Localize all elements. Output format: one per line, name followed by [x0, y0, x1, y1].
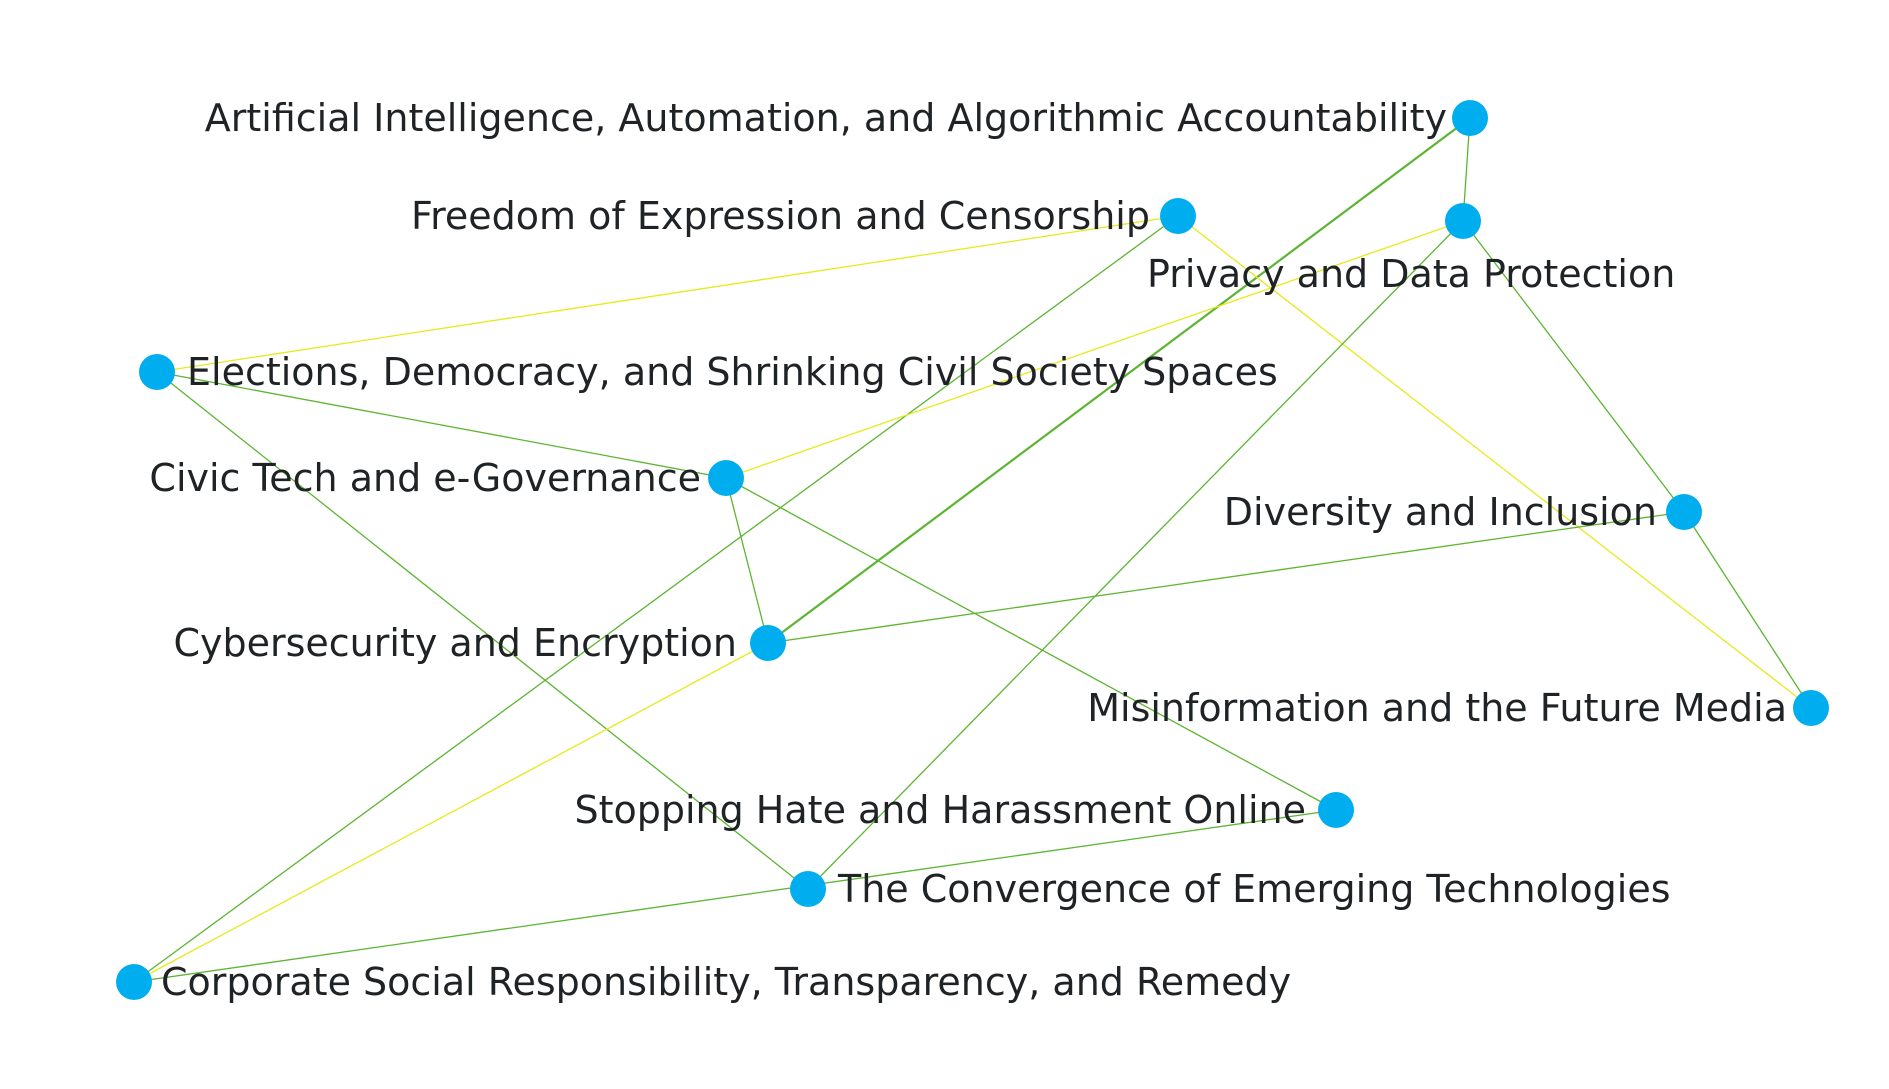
edge-privacy-civic [725, 220, 1464, 479]
edge-civic-cyber [725, 477, 769, 644]
label-elections: Elections, Democracy, and Shrinking Civi… [187, 350, 1278, 394]
edge-civic-hate [725, 477, 1337, 811]
edge-privacy-diversity [1462, 220, 1685, 513]
node-privacy[interactable] [1445, 203, 1481, 239]
labels-layer: Artificial Intelligence, Automation, and… [149, 96, 1787, 1004]
node-misinfo[interactable] [1793, 690, 1829, 726]
edge-hate-csr [133, 809, 1337, 983]
label-hate: Stopping Hate and Harassment Online [574, 788, 1306, 832]
node-hate[interactable] [1318, 792, 1354, 828]
label-privacy: Privacy and Data Protection [1147, 252, 1675, 296]
node-cyber[interactable] [750, 625, 786, 661]
node-diversity[interactable] [1666, 494, 1702, 530]
label-csr: Corporate Social Responsibility, Transpa… [161, 960, 1291, 1004]
label-convergence: The Convergence of Emerging Technologies [837, 867, 1671, 911]
label-ai: Artificial Intelligence, Automation, and… [205, 96, 1447, 140]
node-csr[interactable] [116, 964, 152, 1000]
edge-ai-cyber [767, 117, 1471, 644]
edge-freedom-misinfo [1177, 215, 1812, 709]
label-misinfo: Misinformation and the Future Media [1087, 686, 1787, 730]
edge-elections-convergence [156, 371, 809, 890]
edge-elections-civic [156, 371, 727, 479]
edge-diversity-misinfo [1683, 511, 1812, 709]
node-freedom[interactable] [1160, 198, 1196, 234]
label-diversity: Diversity and Inclusion [1224, 490, 1657, 534]
nodes-layer [116, 100, 1829, 1000]
edge-privacy-convergence [807, 220, 1464, 890]
label-civic: Civic Tech and e-Governance [149, 456, 701, 500]
edge-diversity-cyber [767, 511, 1685, 644]
edge-freedom-csr [133, 215, 1179, 983]
node-elections[interactable] [139, 354, 175, 390]
node-convergence[interactable] [790, 871, 826, 907]
edges-layer [133, 117, 1812, 983]
node-ai[interactable] [1452, 100, 1488, 136]
label-cyber: Cybersecurity and Encryption [173, 621, 737, 665]
edge-cyber-csr [133, 642, 769, 983]
label-freedom: Freedom of Expression and Censorship [411, 194, 1150, 238]
node-civic[interactable] [708, 460, 744, 496]
edge-freedom-elections [156, 215, 1179, 373]
